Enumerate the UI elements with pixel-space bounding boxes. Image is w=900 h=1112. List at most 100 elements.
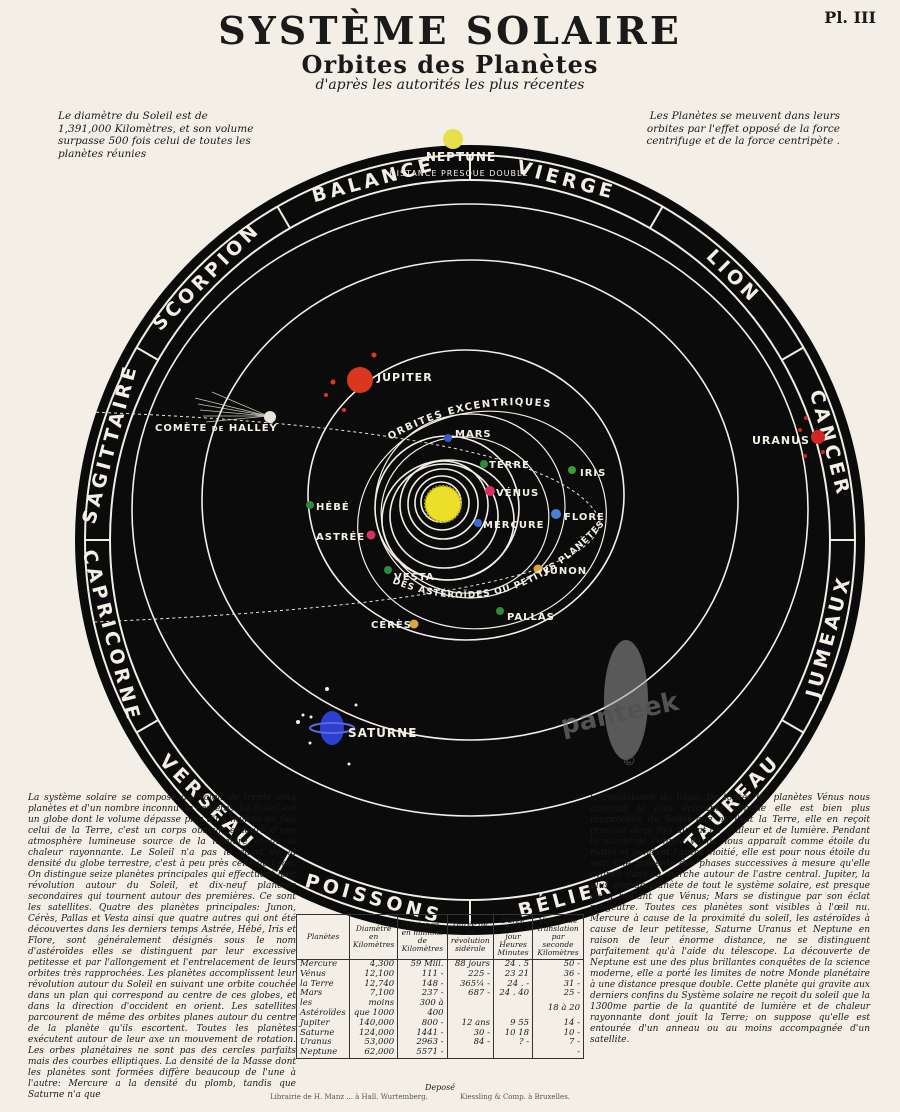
table-header-cell: Diamètre en Kilomètres bbox=[349, 914, 399, 960]
label-neptune-note: DISTANCE PRESQUE DOUBLE bbox=[389, 169, 528, 178]
label-mars: MARS bbox=[455, 429, 492, 440]
table-cell: 10 - bbox=[532, 1028, 584, 1039]
note-sun-diameter: Le diamètre du Soleil est de 1,391,000 K… bbox=[58, 110, 254, 160]
table-cell: 25 - bbox=[532, 989, 584, 1000]
table-cell: 10 18 bbox=[492, 1028, 534, 1039]
label-venus: VÉNUS bbox=[496, 486, 539, 499]
asteroid-flore bbox=[551, 509, 561, 519]
comet-tail bbox=[194, 391, 269, 423]
zodiac-divider bbox=[781, 719, 804, 734]
table-header-cell: Durée de la révolution sidérale bbox=[446, 914, 494, 960]
saturne-moons bbox=[296, 687, 358, 766]
planet-jupiter bbox=[347, 367, 373, 393]
table-cell: 88 jours bbox=[446, 959, 494, 970]
table-cell bbox=[492, 999, 534, 1019]
label-iris: IRIS bbox=[580, 468, 606, 479]
asteroid-junon bbox=[533, 564, 543, 574]
zodiac-divider bbox=[649, 851, 664, 874]
label-junon: JUNON bbox=[544, 566, 587, 577]
label-mercure: MERCURE bbox=[483, 520, 544, 531]
page-subtitle: Orbites des Planètes bbox=[301, 50, 599, 79]
label-pallas: PALLAS bbox=[507, 612, 555, 623]
table-cell: Neptune bbox=[295, 1047, 351, 1059]
table-cell bbox=[446, 999, 494, 1019]
table-header-cell: Vitesse de translation par seconde Kilom… bbox=[532, 914, 584, 960]
zodiac-divider bbox=[276, 206, 291, 229]
orbit-exc-3 bbox=[380, 436, 550, 594]
comet-orbit bbox=[89, 411, 601, 623]
planet-neptune bbox=[443, 129, 463, 149]
label-astree: ASTRÉE bbox=[316, 530, 365, 543]
table-cell: 50 - bbox=[532, 959, 584, 970]
table-cell: Mercure bbox=[295, 959, 351, 970]
zodiac-divider bbox=[276, 851, 291, 874]
planet-uranus bbox=[811, 430, 825, 444]
label-comet: COMÈTE DE HALLEY bbox=[155, 421, 278, 434]
table-header-cell: Distance en millions de Kilomètres bbox=[397, 914, 448, 960]
table-cell: moins que 1000 bbox=[349, 998, 399, 1019]
asteroid-astree bbox=[366, 530, 376, 540]
asteroid-iris bbox=[568, 466, 576, 474]
table-cell: 24 . - bbox=[492, 979, 534, 990]
label-terre: TERRE bbox=[489, 460, 530, 471]
orbit-jupiter bbox=[307, 349, 625, 641]
description-left: La système solaire se compose du Soleil … bbox=[28, 793, 296, 1100]
table-cell: - bbox=[532, 1047, 584, 1059]
table-cell: la Terre bbox=[295, 979, 351, 990]
table-header-cell: Planètes bbox=[295, 914, 351, 960]
label-flore: FLORE bbox=[564, 512, 605, 523]
asteroid-hebe bbox=[306, 501, 314, 509]
table-cell: les Astéroïdes bbox=[295, 998, 351, 1019]
label-uranus: URANUS bbox=[752, 434, 810, 447]
imprint-right: Kiessling & Comp. à Bruxelles. bbox=[460, 1093, 571, 1101]
planet-saturne bbox=[309, 711, 355, 745]
label-jupiter: JUPITER bbox=[376, 371, 433, 384]
orbit-asteroid-3 bbox=[389, 463, 499, 569]
orbit-saturne bbox=[201, 259, 739, 741]
table-cell bbox=[446, 1048, 494, 1059]
uranus-moons bbox=[798, 416, 825, 458]
planet-venus bbox=[485, 486, 495, 496]
table-cell bbox=[492, 1048, 534, 1059]
table-cell: 9 55 bbox=[492, 1018, 534, 1029]
note-orbit-forces: Les Planètes se meuvent dans leurs orbit… bbox=[646, 110, 840, 147]
page-subsubtitle: d'après les autorités les plus récentes bbox=[315, 77, 585, 93]
zodiac-divider bbox=[649, 206, 664, 229]
table-cell: 30 - bbox=[446, 1028, 494, 1039]
planet-mercure bbox=[474, 519, 482, 527]
zodiac-divider bbox=[136, 346, 159, 361]
table-cell: 300 à 400 bbox=[397, 998, 448, 1019]
table-footer: Deposé bbox=[425, 1083, 455, 1092]
zodiac-divider bbox=[136, 719, 159, 734]
zodiac-divider bbox=[781, 346, 804, 361]
comet-head bbox=[264, 411, 276, 423]
table-cell: Mars bbox=[295, 989, 351, 1000]
orbit-uranus bbox=[131, 203, 809, 817]
svg-text:©: © bbox=[622, 753, 636, 769]
label-hebe: HÉBÉ bbox=[316, 500, 350, 513]
orbit-terre bbox=[407, 468, 479, 540]
label-neptune: NEPTUNE bbox=[426, 150, 496, 164]
table-cell: 84 - bbox=[446, 1038, 494, 1049]
table-cell: 365¼ - bbox=[446, 979, 494, 990]
table-cell: 18 à 20 bbox=[532, 999, 584, 1019]
table-cell: 62,000 bbox=[349, 1047, 399, 1059]
table-cell: 14 - bbox=[532, 1018, 584, 1029]
planet-terre bbox=[480, 460, 488, 468]
table-cell: 225 - bbox=[446, 969, 494, 980]
table-cell: 687 - bbox=[446, 989, 494, 1000]
table-cell: Uranus bbox=[295, 1038, 351, 1049]
page-title: SYSTÈME SOLAIRE bbox=[218, 8, 682, 53]
plate-number: Pl. III bbox=[824, 8, 876, 27]
description-right: la consistance du liège. De toutes les p… bbox=[590, 793, 870, 1045]
table-cell: 23 21 bbox=[492, 969, 534, 980]
